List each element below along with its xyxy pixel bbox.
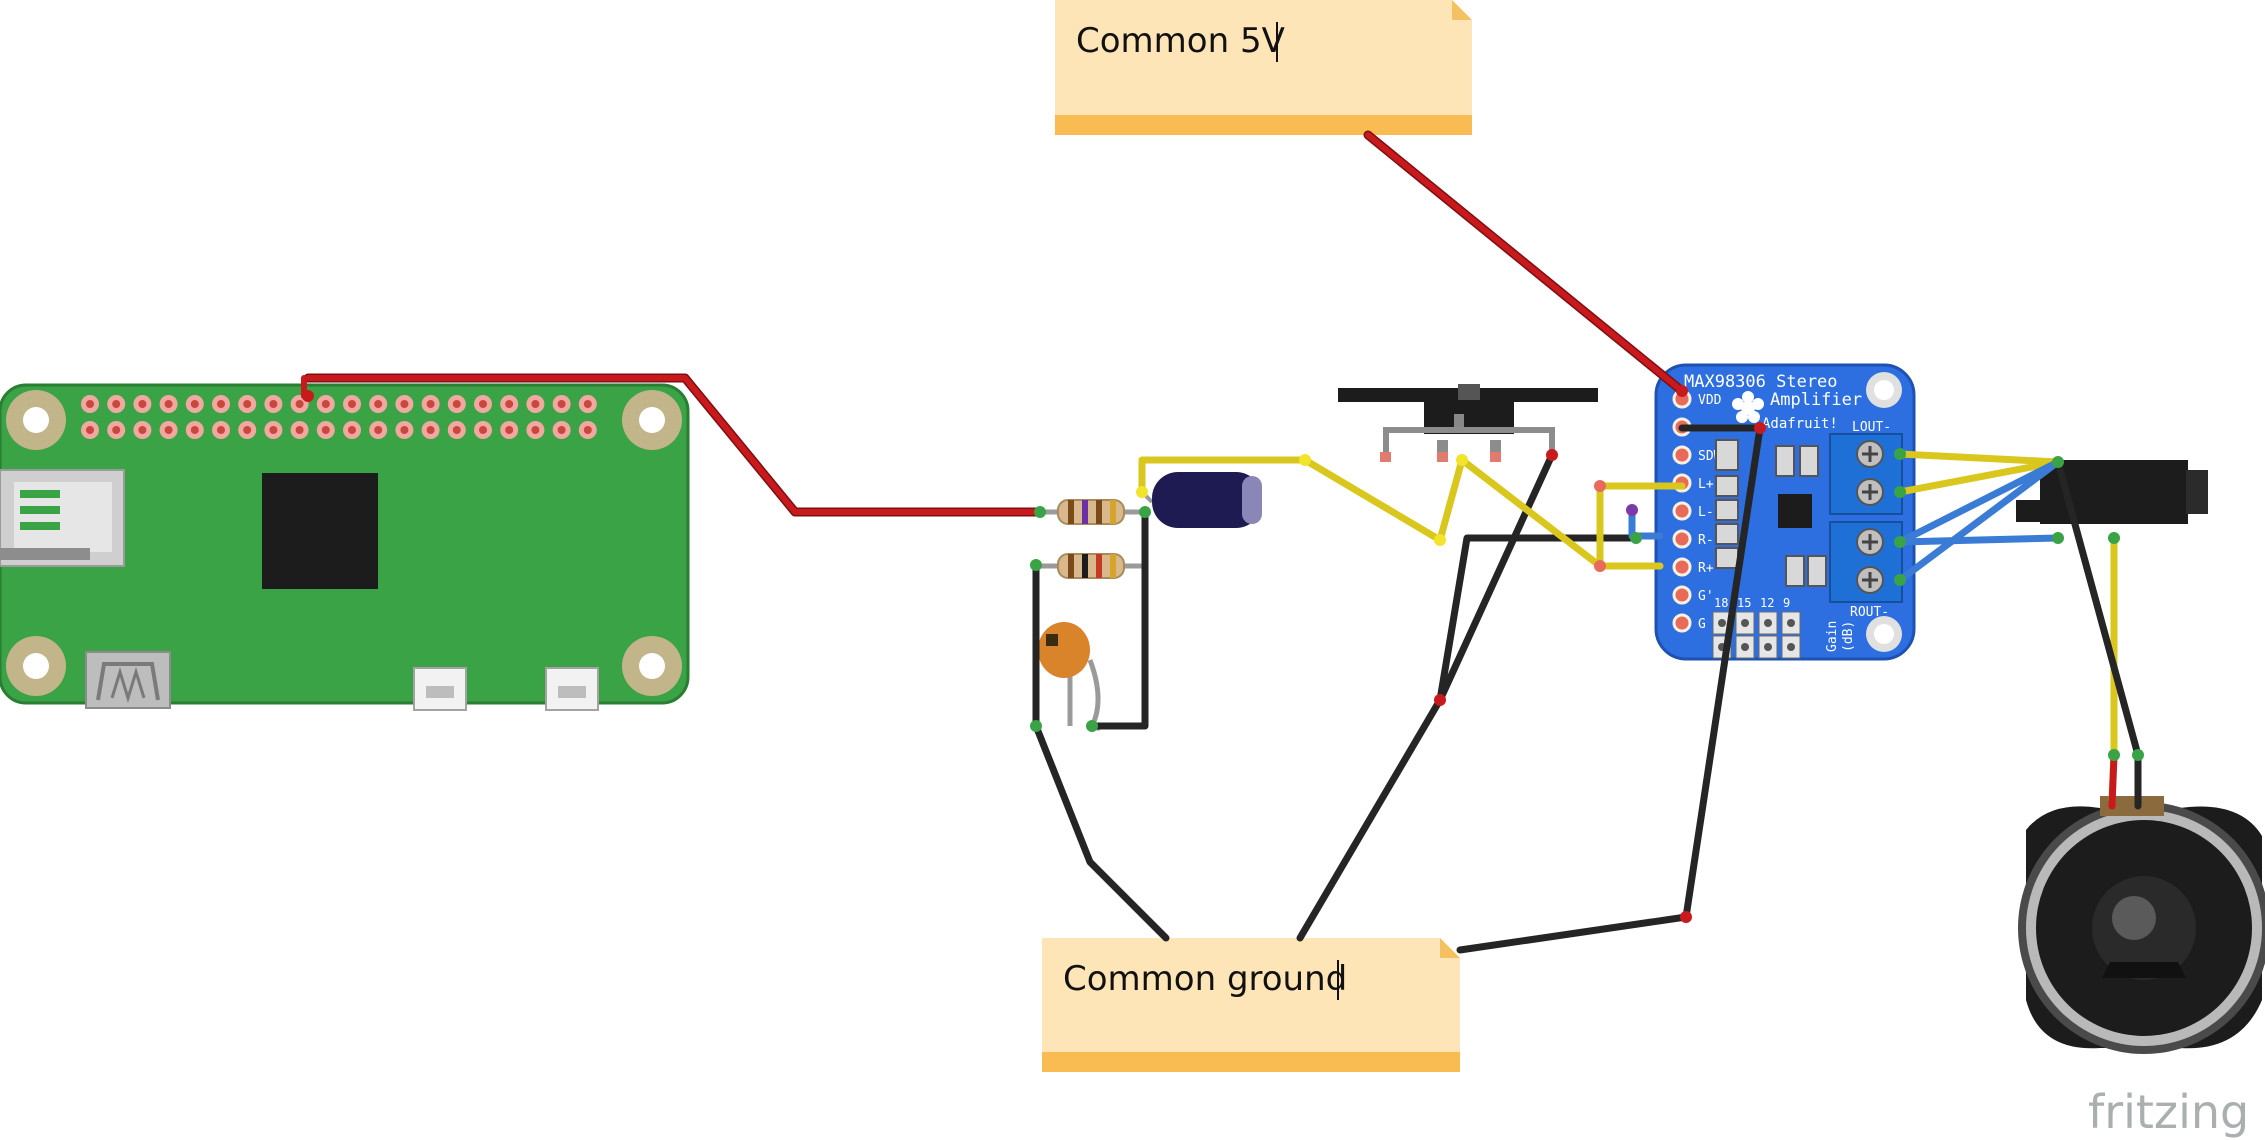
- amp-lout-label: LOUT-: [1852, 420, 1891, 435]
- mini-hdmi-port[interactable]: [85, 651, 171, 709]
- wire-endpoint: [1594, 480, 1606, 492]
- resistor-top[interactable]: [1040, 499, 1142, 525]
- wire-endpoint: [2052, 532, 2064, 544]
- wire-endpoint: [2052, 456, 2064, 468]
- wire-endpoint: [1626, 504, 1638, 516]
- gpio-header[interactable]: [81, 395, 597, 439]
- gain-value-label: 15: [1737, 596, 1751, 610]
- wire-endpoint: [302, 390, 314, 402]
- wire-endpoint: [1894, 536, 1906, 548]
- amp-gain-unit: (dB): [1841, 621, 1856, 652]
- amp-gain-label: Gain: [1825, 621, 1840, 652]
- slide-switch[interactable]: [1338, 384, 1598, 462]
- wire-endpoint: [1030, 559, 1042, 571]
- amp-title-line2: Amplifier: [1770, 390, 1862, 410]
- wire-endpoints: [302, 385, 2144, 923]
- speaker[interactable]: [2018, 796, 2265, 1054]
- wire-endpoint: [1030, 720, 1042, 732]
- amp-title-line1: MAX98306 Stereo: [1684, 372, 1838, 392]
- wire-endpoint: [1139, 506, 1151, 518]
- amp-pin-label: L-: [1698, 505, 1714, 520]
- resistor-bottom[interactable]: [1040, 553, 1142, 579]
- raspberry-pi-zero-board[interactable]: [0, 383, 690, 711]
- amp-pin[interactable]: [1672, 613, 1692, 633]
- terminal-block-rout[interactable]: [1829, 521, 1903, 603]
- gain-value-label: 18: [1714, 596, 1728, 610]
- wire-power-5v[interactable]: [301, 130, 1687, 517]
- gain-value-label: 12: [1760, 596, 1774, 610]
- note-common-5v-text: Common 5V: [1076, 21, 1285, 61]
- amp-pin-label: G: [1698, 617, 1706, 632]
- amp-pin-label: L+: [1698, 477, 1714, 492]
- mounting-hole-icon: [6, 390, 682, 696]
- wire-endpoint: [1546, 449, 1558, 461]
- wire-endpoint: [1894, 448, 1906, 460]
- wire-endpoint: [1434, 694, 1446, 706]
- amp-pin-label: R+: [1698, 561, 1714, 576]
- amp-pin-label: G': [1698, 589, 1714, 604]
- amp-pin[interactable]: [1672, 445, 1692, 465]
- wire-endpoint: [1034, 506, 1046, 518]
- sd-card-slot: [0, 469, 125, 567]
- wire-endpoint: [2132, 749, 2144, 761]
- amp-brand: Adafruit!: [1762, 416, 1838, 432]
- soc-chip: [262, 473, 378, 589]
- wire-endpoint: [1299, 454, 1311, 466]
- micro-usb-port[interactable]: [413, 667, 467, 711]
- wire-endpoint: [1456, 454, 1468, 466]
- wire-endpoint: [1086, 720, 1098, 732]
- fritzing-watermark: fritzing: [2088, 1085, 2249, 1139]
- note-common-ground[interactable]: Common ground: [1042, 938, 1460, 1072]
- amp-pin[interactable]: [1672, 585, 1692, 605]
- ceramic-capacitor[interactable]: [1038, 622, 1101, 731]
- micro-usb-power-port[interactable]: [545, 667, 599, 711]
- note-common-5v[interactable]: Common 5V: [1055, 0, 1472, 135]
- amp-pin-label: VDD: [1698, 393, 1722, 408]
- wire-endpoint: [1680, 911, 1692, 923]
- max98306-amplifier-board[interactable]: MAX98306 Stereo Amplifier Adafruit! VDDS…: [1654, 363, 1916, 661]
- wire-endpoint: [1894, 486, 1906, 498]
- amp-ic: [1778, 494, 1812, 528]
- note-common-ground-text: Common ground: [1063, 959, 1347, 999]
- electrolytic-capacitor[interactable]: [1140, 472, 1262, 528]
- gain-value-label: 9: [1783, 596, 1790, 610]
- amp-pin[interactable]: [1672, 529, 1692, 549]
- wire-endpoint: [1676, 385, 1688, 397]
- wire-endpoint: [2108, 532, 2120, 544]
- wire-endpoint: [2108, 749, 2120, 761]
- wire-endpoint: [1630, 532, 1642, 544]
- wire-endpoint: [1894, 574, 1906, 586]
- terminal-block-lout[interactable]: [1829, 433, 1903, 515]
- amp-pin[interactable]: [1672, 501, 1692, 521]
- amp-pin-label: R-: [1698, 533, 1714, 548]
- wire-endpoint: [1754, 422, 1766, 434]
- amp-rout-label: ROUT-: [1850, 605, 1889, 620]
- adafruit-flower-icon: [1732, 391, 1764, 423]
- wire-endpoint: [1136, 486, 1148, 498]
- wire-endpoint: [1594, 560, 1606, 572]
- wire-endpoint: [1434, 534, 1446, 546]
- amp-pin[interactable]: [1672, 557, 1692, 577]
